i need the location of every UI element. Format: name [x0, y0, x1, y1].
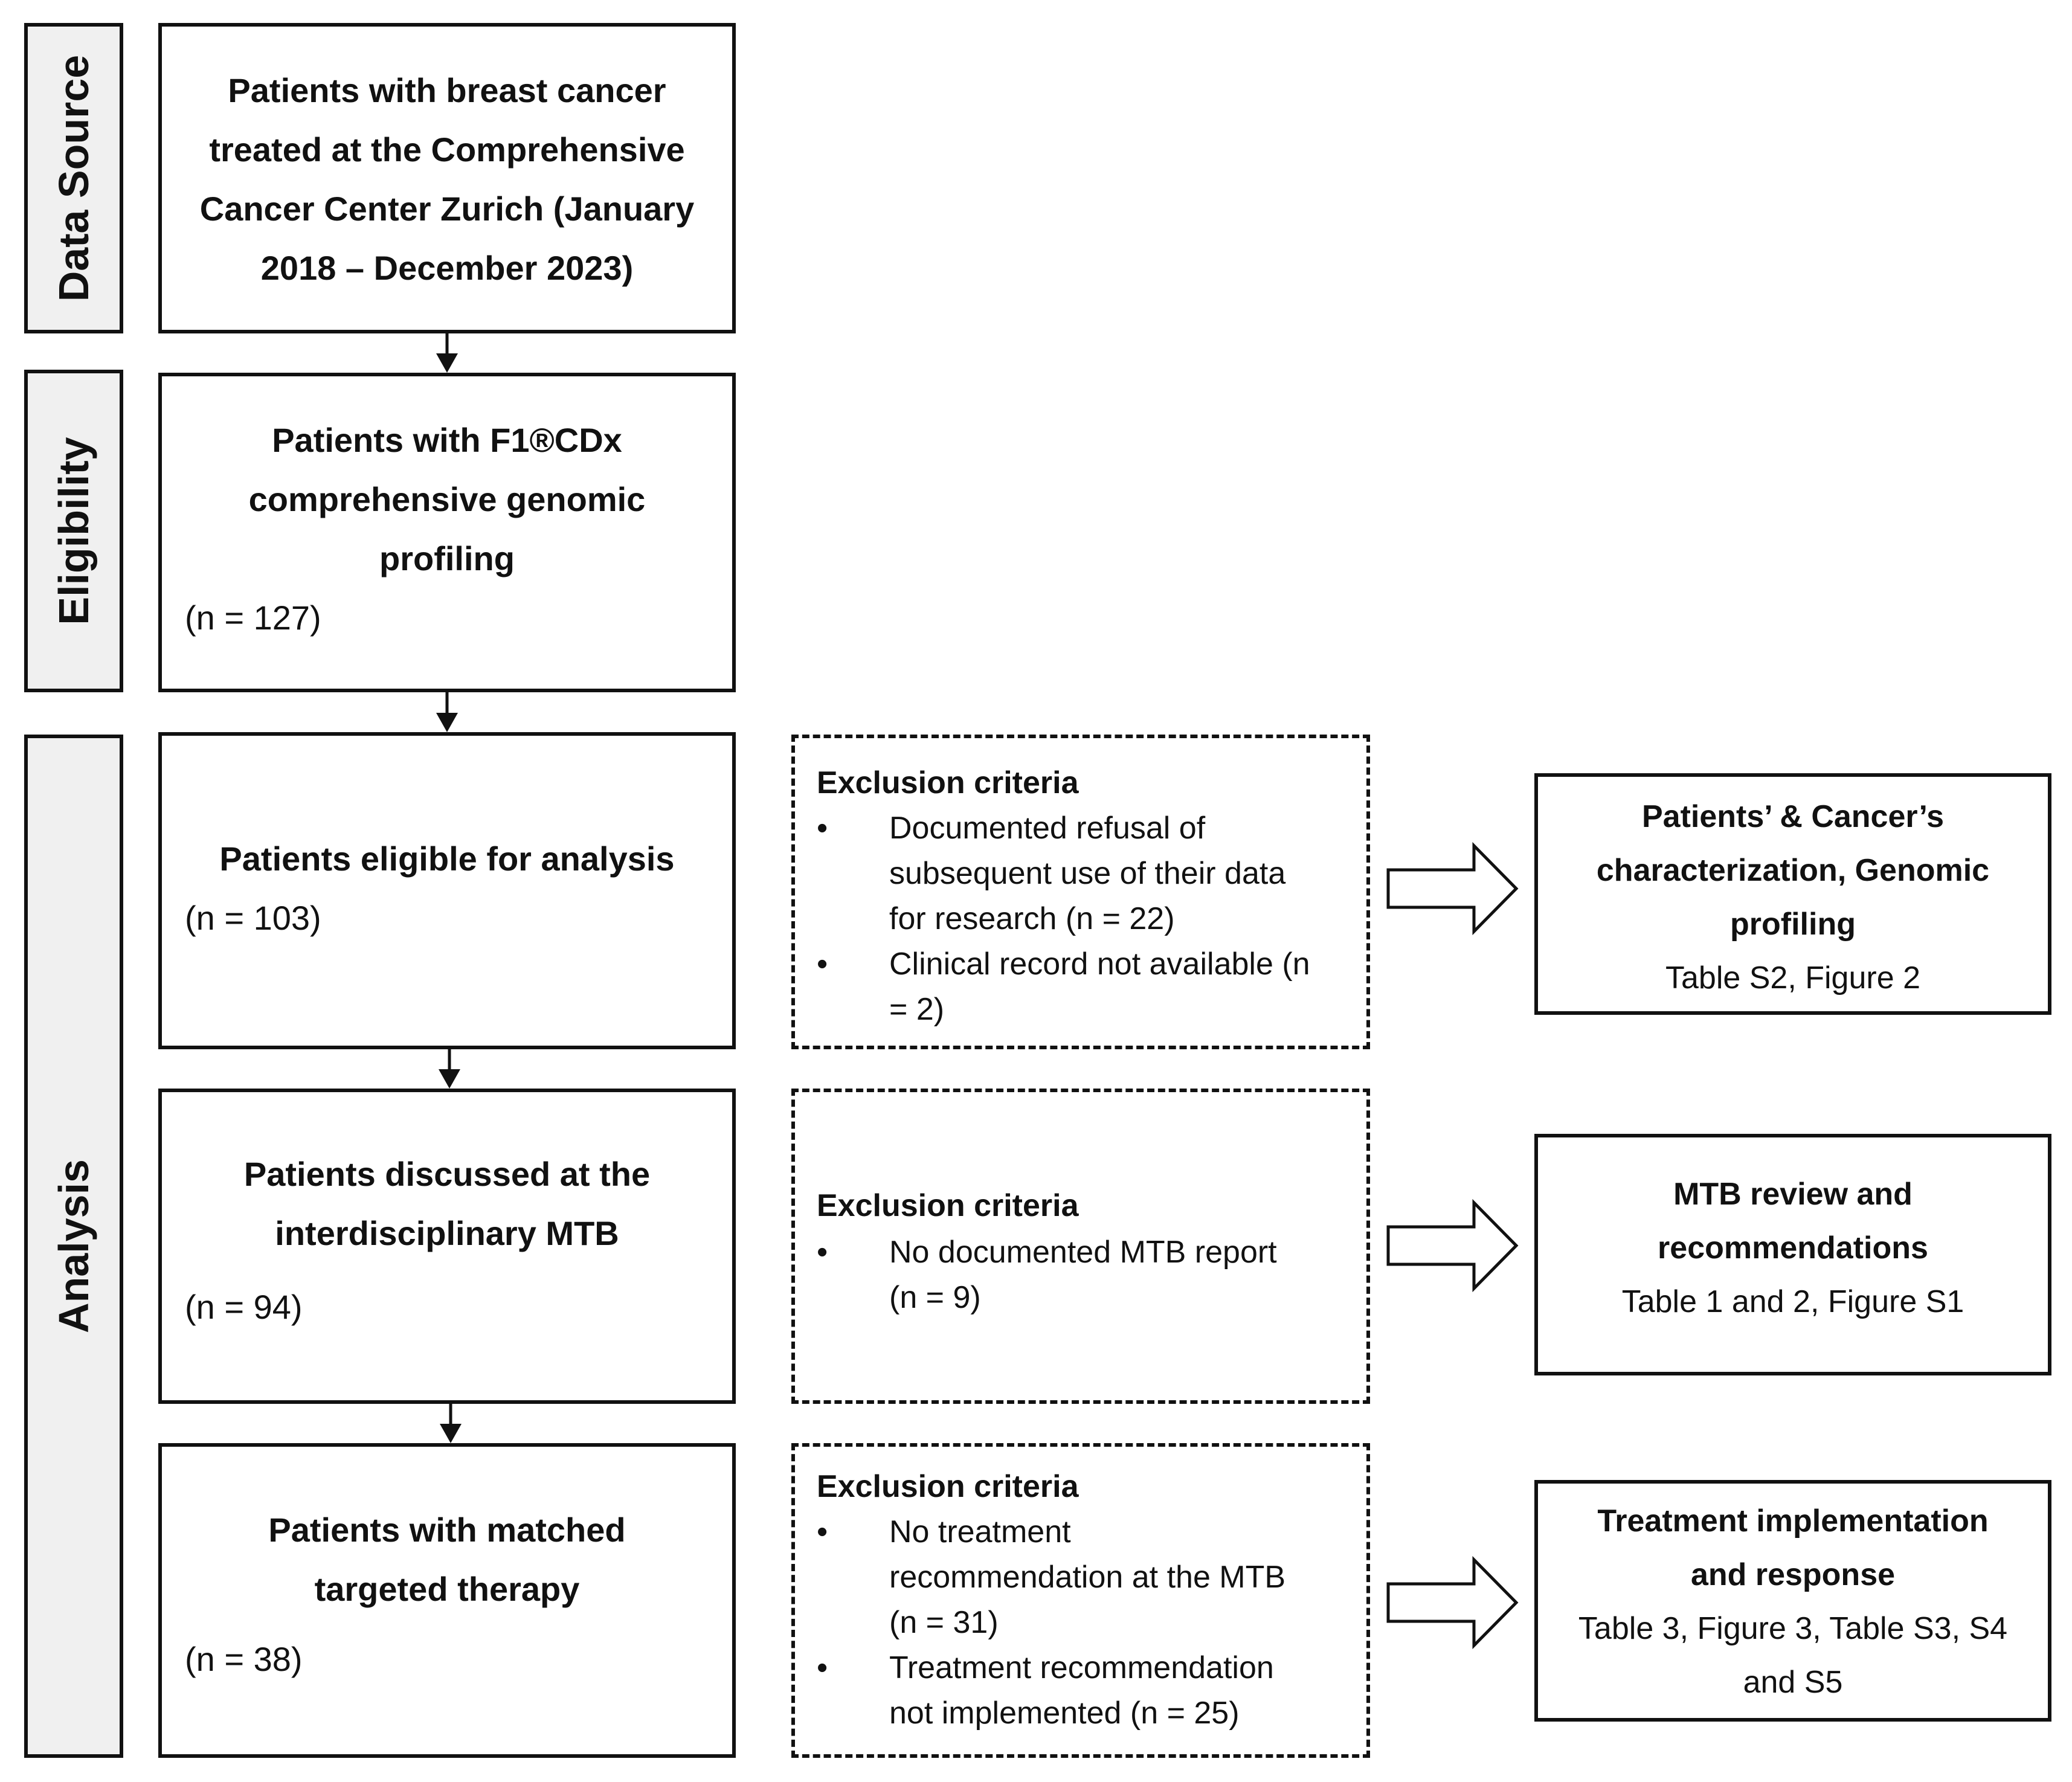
exclusion-box: Exclusion criteria No treatment recommen…	[791, 1443, 1370, 1758]
list-item: Documented refusal of subsequent use of …	[817, 806, 1350, 942]
outcome-references: Table 1 and 2, Figure S1	[1621, 1284, 1964, 1319]
hollow-arrow-3	[1386, 1555, 1519, 1650]
down-arrow-2	[436, 692, 458, 732]
outcome-title: MTB review and recommendations	[1658, 1177, 1928, 1266]
section-label: Analysis	[50, 1159, 97, 1333]
exclusion-box: Exclusion criteria No documented MTB rep…	[791, 1089, 1370, 1404]
box-title: Patients eligible for analysis	[219, 840, 675, 878]
outcome-box: Treatment implementation and response Ta…	[1534, 1480, 2051, 1722]
section-eligibility: Eligibility	[24, 370, 123, 692]
section-label: Eligibility	[50, 437, 97, 625]
box-title: Patients discussed at the interdisciplin…	[243, 1155, 651, 1252]
source-box: Patients with breast cancer treated at t…	[158, 23, 736, 333]
hollow-arrow-1	[1386, 841, 1519, 936]
list-item: No treatment recommendation at the MTB (…	[817, 1510, 1350, 1645]
list-item: Clinical record not available (n = 2)	[817, 942, 1350, 1032]
exclusion-list: No documented MTB report (n = 9)	[817, 1230, 1350, 1320]
patient-count: (n = 38)	[185, 1640, 303, 1678]
exclusion-list: No treatment recommendation at the MTB (…	[817, 1510, 1350, 1736]
section-analysis: Analysis	[24, 735, 123, 1758]
exclusion-box: Exclusion criteria Documented refusal of…	[791, 735, 1370, 1049]
eligible-box: Patients eligible for analysis (n = 103)	[158, 732, 736, 1049]
patient-count: (n = 94)	[185, 1288, 303, 1326]
hollow-arrow-2	[1386, 1198, 1519, 1293]
exclusion-heading: Exclusion criteria	[817, 765, 1079, 800]
eligibility-box: Patients with F1®CDx comprehensive genom…	[158, 373, 736, 692]
section-data-source: Data Source	[24, 23, 123, 333]
patient-count: (n = 103)	[185, 899, 321, 937]
outcome-references: Table S2, Figure 2	[1665, 960, 1921, 996]
exclusion-heading: Exclusion criteria	[817, 1188, 1079, 1223]
discussed-box: Patients discussed at the interdisciplin…	[158, 1089, 736, 1404]
matched-box: Patients with matched targeted therapy (…	[158, 1443, 736, 1758]
outcome-title: Treatment implementation and response	[1597, 1504, 1989, 1592]
box-title: Patients with breast cancer treated at t…	[199, 71, 695, 287]
down-arrow-4	[440, 1404, 462, 1443]
outcome-box: Patients’ & Cancer’s characterization, G…	[1534, 773, 2051, 1015]
outcome-references: Table 3, Figure 3, Table S3, S4 and S5	[1578, 1611, 2008, 1700]
list-item: Treatment recommendation not implemented…	[817, 1645, 1350, 1736]
exclusion-heading: Exclusion criteria	[817, 1469, 1079, 1504]
box-title: Patients with F1®CDx comprehensive genom…	[248, 421, 646, 577]
patient-count: (n = 127)	[185, 599, 321, 637]
outcome-title: Patients’ & Cancer’s characterization, G…	[1596, 799, 1990, 942]
outcome-box: MTB review and recommendations Table 1 a…	[1534, 1134, 2051, 1375]
list-item: No documented MTB report (n = 9)	[817, 1230, 1350, 1320]
box-title: Patients with matched targeted therapy	[268, 1511, 626, 1608]
down-arrow-1	[436, 333, 458, 373]
section-label: Data Source	[50, 54, 97, 302]
down-arrow-3	[439, 1049, 460, 1089]
exclusion-list: Documented refusal of subsequent use of …	[817, 806, 1350, 1032]
